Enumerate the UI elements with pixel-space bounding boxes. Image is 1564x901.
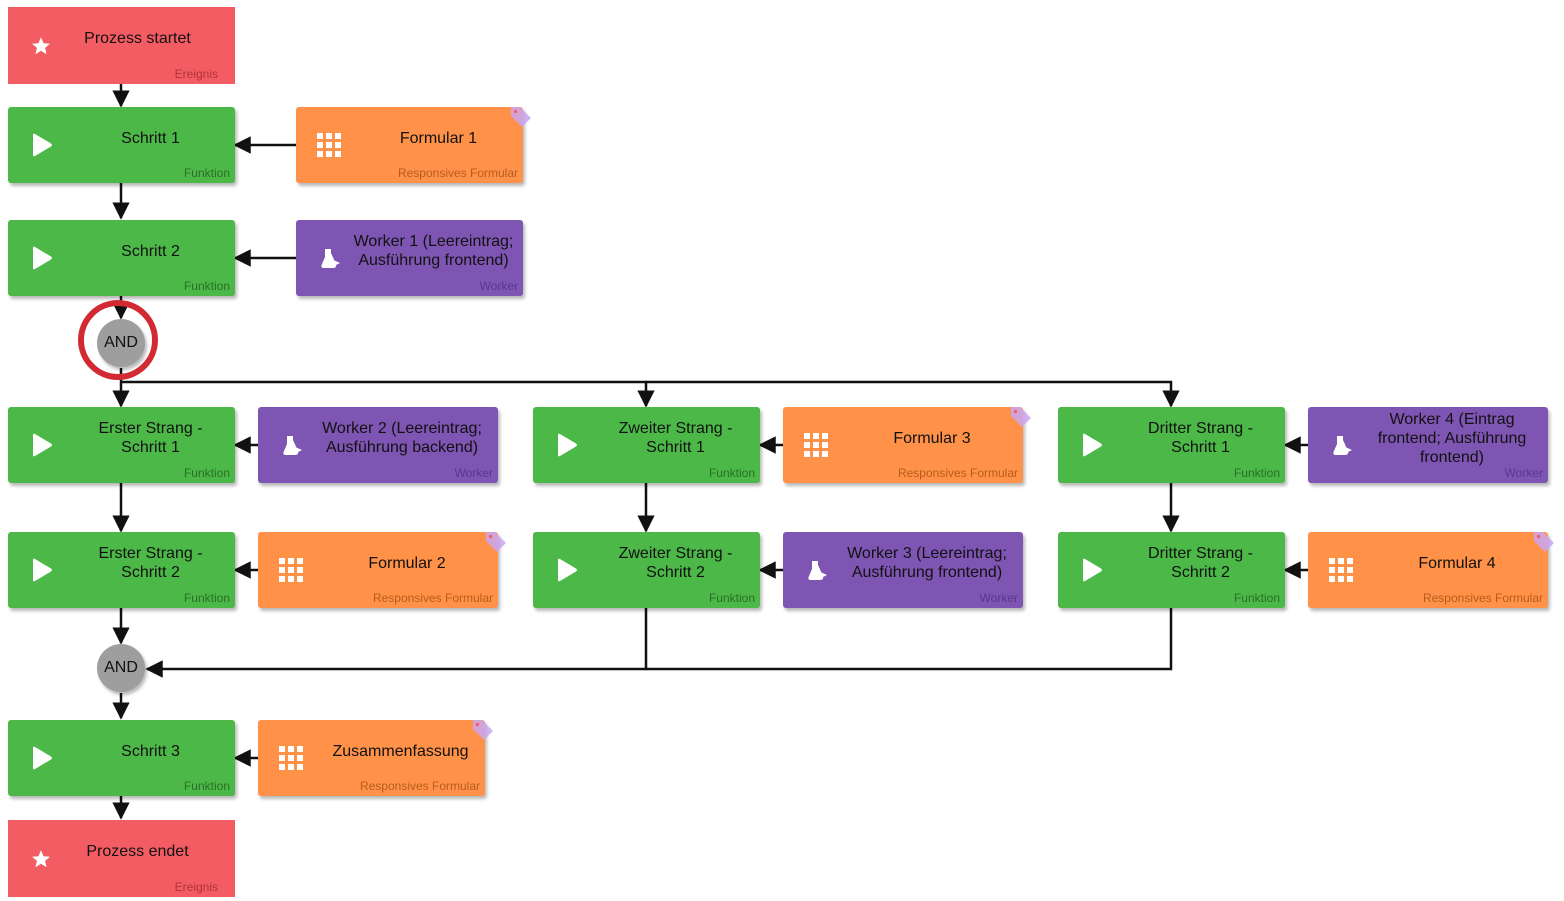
tag-icon (1534, 532, 1554, 552)
tag-icon (473, 720, 493, 740)
edge-zweiter2-and-join (145, 608, 648, 678)
edge-and-zweiter1 (121, 380, 655, 408)
form-type-label: Responsives Formular (372, 591, 493, 605)
event-title: Prozess endet (86, 843, 189, 860)
form-type-label: Responsives Formular (359, 779, 480, 793)
grid-icon (804, 433, 828, 457)
function-title: Dritter Strang - Schritt 1 (1148, 420, 1253, 456)
worker-type-label: Worker (479, 279, 518, 293)
form-title: Formular 1 (399, 129, 478, 147)
worker-type-label: Worker (454, 466, 493, 480)
play-icon (1083, 558, 1102, 582)
event-title: Prozess startet (84, 30, 191, 47)
function-type-label: Funktion (183, 466, 230, 480)
function-title: Dritter Strang - Schritt 2 (1148, 545, 1253, 581)
form-title: Formular 2 (368, 554, 446, 572)
event-type-label: Ereignis (174, 67, 218, 81)
worker-icon (321, 249, 340, 268)
function-schritt-3[interactable]: Schritt 3 Funktion (8, 720, 235, 796)
function-erster-strang-schritt-2[interactable]: Erster Strang - Schritt 2 Funktion (8, 532, 235, 608)
function-title: Schritt 2 (121, 242, 180, 260)
function-type-label: Funktion (183, 591, 230, 605)
play-icon (33, 558, 52, 582)
function-title: Schritt 1 (121, 129, 180, 147)
star-icon (32, 36, 50, 54)
worker-icon (283, 436, 302, 455)
event-type-label: Ereignis (174, 880, 218, 894)
tag-icon (1011, 407, 1031, 427)
form-zusammenfassung[interactable]: Zusammenfassung Responsives Formular (258, 720, 493, 796)
form-formular-3[interactable]: Formular 3 Responsives Formular (783, 407, 1031, 483)
form-type-label: Responsives Formular (897, 466, 1018, 480)
event-shape (8, 820, 235, 897)
function-dritter-strang-schritt-1[interactable]: Dritter Strang - Schritt 1 Funktion (1058, 407, 1285, 483)
edge-and-dritter1 (646, 380, 1180, 408)
worker-1[interactable]: Worker 1 (Leereintrag; Ausführung fronte… (296, 220, 523, 296)
function-title: Zweiter Strang - Schritt 1 (618, 420, 733, 456)
function-zweiter-strang-schritt-2[interactable]: Zweiter Strang - Schritt 2 Funktion (533, 532, 760, 608)
gateway-and-split[interactable]: AND (97, 319, 145, 367)
form-type-label: Responsives Formular (1422, 591, 1543, 605)
worker-type-label: Worker (1504, 466, 1543, 480)
play-icon (33, 133, 52, 157)
function-dritter-strang-schritt-2[interactable]: Dritter Strang - Schritt 2 Funktion (1058, 532, 1285, 608)
tag-icon (511, 107, 531, 127)
worker-4[interactable]: Worker 4 (Eintrag frontend; Ausführung f… (1308, 407, 1548, 483)
form-formular-1[interactable]: Formular 1 Responsives Formular (296, 107, 531, 183)
edge-dritter2-and-join (646, 608, 1173, 671)
play-icon (33, 433, 52, 457)
event-start[interactable]: Prozess startet Ereignis (8, 7, 235, 84)
function-schritt-2[interactable]: Schritt 2 Funktion (8, 220, 235, 296)
worker-2[interactable]: Worker 2 (Leereintrag; Ausführung backen… (258, 407, 498, 483)
grid-icon (279, 558, 303, 582)
function-type-label: Funktion (183, 166, 230, 180)
form-formular-4[interactable]: Formular 4 Responsives Formular (1308, 532, 1554, 608)
gateway-and-join[interactable]: AND (97, 644, 145, 692)
function-erster-strang-schritt-1[interactable]: Erster Strang - Schritt 1 Funktion (8, 407, 235, 483)
worker-title: Worker 4 (Eintrag frontend; Ausführung f… (1377, 410, 1527, 466)
play-icon (558, 433, 577, 457)
star-icon (32, 849, 50, 867)
function-title: Erster Strang - Schritt 2 (98, 545, 203, 581)
worker-title: Worker 3 (Leereintrag; Ausführung fronte… (847, 545, 1007, 581)
function-type-label: Funktion (1233, 591, 1280, 605)
play-icon (558, 558, 577, 582)
event-shape (8, 7, 235, 84)
worker-icon (1333, 436, 1352, 455)
worker-title: Worker 2 (Leereintrag; Ausführung backen… (322, 420, 482, 456)
function-title: Erster Strang - Schritt 1 (98, 420, 203, 456)
function-title: Schritt 3 (121, 742, 180, 760)
function-type-label: Funktion (1233, 466, 1280, 480)
function-type-label: Funktion (708, 466, 755, 480)
play-icon (33, 246, 52, 270)
worker-icon (808, 561, 827, 580)
grid-icon (1329, 558, 1353, 582)
play-icon (1083, 433, 1102, 457)
worker-3[interactable]: Worker 3 (Leereintrag; Ausführung fronte… (783, 532, 1023, 608)
play-icon (33, 746, 52, 770)
grid-icon (279, 746, 303, 770)
grid-icon (317, 133, 341, 157)
function-schritt-1[interactable]: Schritt 1 Funktion (8, 107, 235, 183)
highlight-ring (78, 300, 158, 380)
worker-type-label: Worker (979, 591, 1018, 605)
worker-title: Worker 1 (Leereintrag; Ausführung fronte… (353, 233, 514, 269)
form-title: Zusammenfassung (332, 742, 469, 760)
form-title: Formular 4 (1418, 554, 1496, 572)
event-end[interactable]: Prozess endet Ereignis (8, 820, 235, 897)
form-title: Formular 3 (893, 429, 971, 447)
form-type-label: Responsives Formular (397, 166, 518, 180)
tag-icon (486, 532, 506, 552)
function-title: Zweiter Strang - Schritt 2 (618, 545, 733, 581)
function-type-label: Funktion (183, 279, 230, 293)
function-zweiter-strang-schritt-1[interactable]: Zweiter Strang - Schritt 1 Funktion (533, 407, 760, 483)
function-type-label: Funktion (183, 779, 230, 793)
form-formular-2[interactable]: Formular 2 Responsives Formular (258, 532, 506, 608)
function-type-label: Funktion (708, 591, 755, 605)
